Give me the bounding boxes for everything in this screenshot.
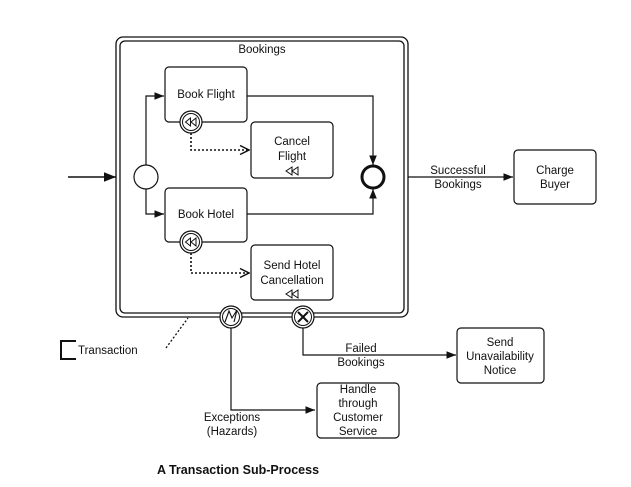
book-hotel-label: Book Hotel <box>178 209 234 221</box>
charge-buyer-task[interactable] <box>513 149 597 205</box>
split-to-book-hotel <box>145 189 164 218</box>
compensation-boundary-icon[interactable] <box>179 230 203 254</box>
exceptions-label-1: Exceptions <box>204 412 261 424</box>
failed-bookings-label-1: Failed <box>345 343 376 355</box>
send-unavailability-label-3: Notice <box>484 365 517 377</box>
cancel-flight-label-2: Flight <box>278 151 307 163</box>
failed-bookings-flow <box>302 328 456 359</box>
flight-to-end-flow <box>247 95 377 165</box>
send-hotel-cancellation-label-1: Send Hotel <box>264 260 321 272</box>
send-unavailability-label-2: Unavailability <box>466 351 534 363</box>
compensation-marker-icon <box>285 289 299 299</box>
transaction-annotation-bracket <box>60 340 76 360</box>
book-flight-label: Book Flight <box>177 89 235 101</box>
handle-customer-service-label-4: Service <box>339 426 377 438</box>
compensation-association-hotel <box>190 253 249 273</box>
compensation-marker-icon <box>285 166 299 176</box>
handle-customer-service-task[interactable] <box>316 382 400 439</box>
charge-buyer-label-1: Charge <box>536 165 574 177</box>
failed-bookings-label-2: Bookings <box>337 357 385 369</box>
transaction-annotation-label: Transaction <box>78 345 138 357</box>
error-boundary-icon[interactable] <box>219 305 243 329</box>
transaction-association-line <box>165 317 189 349</box>
handle-customer-service-label-1: Handle <box>340 384 376 396</box>
send-hotel-cancellation-label-2: Cancellation <box>260 275 323 287</box>
handle-customer-service-label-2: through <box>338 398 377 410</box>
figure-caption: A Transaction Sub-Process <box>157 463 319 477</box>
start-event[interactable] <box>133 164 159 190</box>
send-unavailability-label-1: Send <box>487 337 514 349</box>
successful-bookings-label-1: Successful <box>430 165 486 177</box>
successful-bookings-label-2: Bookings <box>434 179 482 191</box>
compensation-boundary-icon[interactable] <box>179 110 203 134</box>
cancel-flight-label-1: Cancel <box>274 136 310 148</box>
exceptions-flow <box>230 328 315 414</box>
split-to-book-flight <box>145 92 164 165</box>
cancel-flight-task[interactable] <box>250 121 334 179</box>
send-hotel-cancellation-task[interactable] <box>250 244 334 301</box>
cancel-boundary-icon[interactable] <box>291 305 315 329</box>
exceptions-label-2: (Hazards) <box>207 426 258 438</box>
end-event[interactable] <box>360 164 386 190</box>
handle-customer-service-label-3: Customer <box>333 412 383 424</box>
hotel-to-end-flow <box>247 189 377 215</box>
charge-buyer-label-2: Buyer <box>540 179 570 191</box>
compensation-association-flight <box>190 133 249 150</box>
book-flight-task[interactable] <box>164 66 248 123</box>
subprocess-title: Bookings <box>238 44 286 56</box>
send-unavailability-notice-task[interactable] <box>456 327 545 384</box>
book-hotel-task[interactable] <box>164 187 248 243</box>
